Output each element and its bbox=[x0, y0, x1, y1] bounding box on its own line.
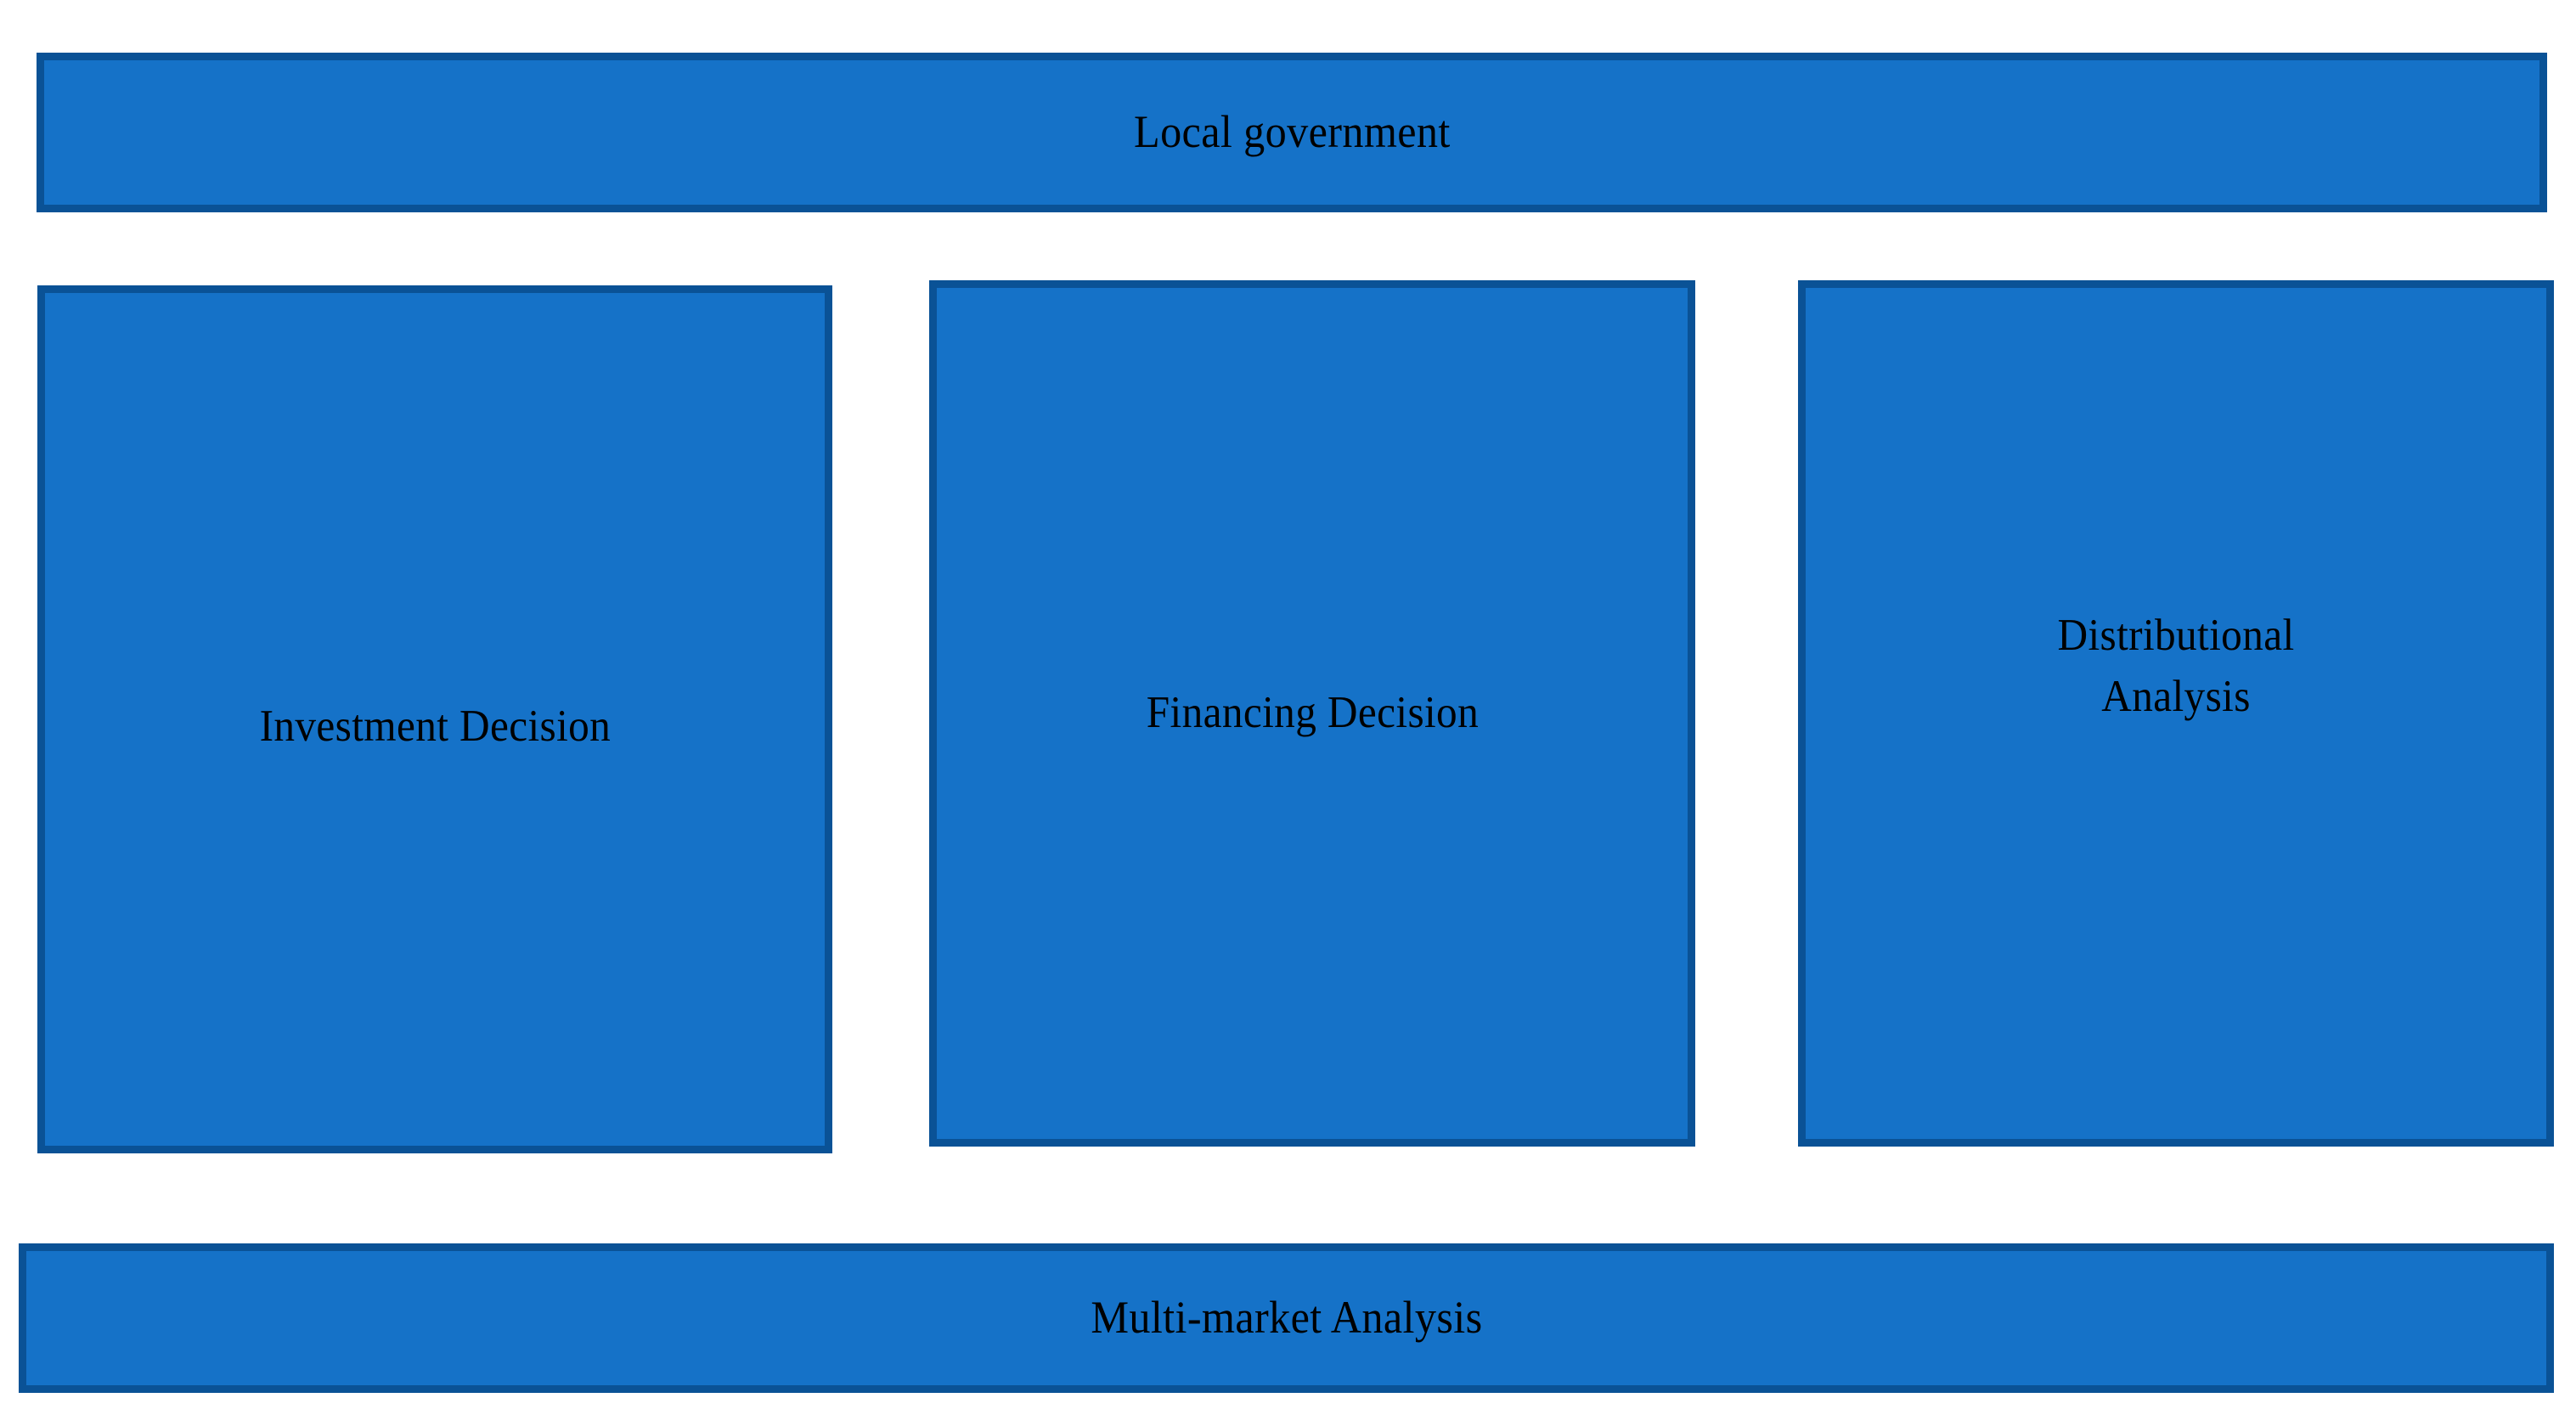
node-local-government[interactable]: Local government bbox=[37, 53, 2547, 212]
node-multi-market-analysis[interactable]: Multi-market Analysis bbox=[19, 1243, 2554, 1393]
node-multi-market-analysis-label: Multi-market Analysis bbox=[1090, 1292, 1483, 1344]
node-investment-decision[interactable]: Investment Decision bbox=[37, 285, 832, 1153]
node-financing-decision[interactable]: Financing Decision bbox=[929, 280, 1695, 1147]
node-financing-decision-label: Financing Decision bbox=[1146, 688, 1479, 738]
node-distributional-analysis-label: Distributional Analysis bbox=[2057, 611, 2295, 721]
node-local-government-label: Local government bbox=[1133, 106, 1451, 158]
node-investment-decision-label: Investment Decision bbox=[259, 702, 611, 752]
node-distributional-analysis[interactable]: Distributional Analysis bbox=[1798, 280, 2554, 1147]
